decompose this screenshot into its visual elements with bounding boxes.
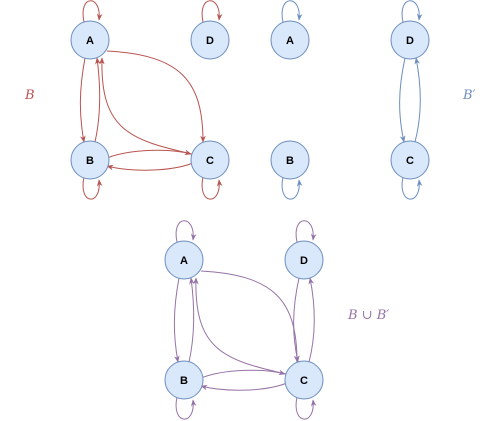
edge-bp-d-self [401,0,423,23]
edge-bp-a-self [281,0,303,23]
node-bp-b [270,140,310,180]
node-b-c-label: C [206,155,214,167]
graph-b-prime-label: B′ [462,88,476,103]
edge-u-c-to-d [308,277,315,363]
graph-b-prime: A D B C B′ [270,0,476,200]
edge-b-c-self [201,176,223,200]
node-u-a [164,240,204,280]
node-b-a-label: A [86,35,94,47]
node-bp-c [390,140,430,180]
edge-u-c-to-b [200,382,288,391]
node-u-c [284,360,324,400]
edge-b-a-self [82,0,103,23]
edge-bp-c-to-d [414,57,421,143]
node-b-d [190,20,230,60]
edge-u-a-self [175,220,197,243]
node-bp-d-label: D [406,35,414,47]
graph-b-label: B [24,88,35,103]
edge-b-c-to-b [106,162,194,171]
node-u-a-label: A [180,255,188,267]
node-b-a [70,20,110,60]
node-b-c [190,140,230,180]
node-u-d [284,240,324,280]
edge-u-c-self [295,396,317,420]
edge-b-d-self [201,0,223,23]
edge-b-a-to-b [79,57,86,143]
edge-u-c-to-a [193,277,287,375]
graph-union-label: B ∪ B′ [347,308,389,323]
node-bp-a [270,20,310,60]
edge-b-c-to-a [99,57,193,155]
node-u-b-label: B [180,375,188,387]
edge-bp-c-self [401,176,423,200]
edge-b-a-to-c [106,50,206,143]
node-u-c-label: C [300,375,308,387]
edge-u-b-self [175,396,197,420]
node-bp-d [390,20,430,60]
edge-bp-b-self [281,176,303,200]
edge-b-b-self [82,176,103,200]
graph-union: A D B C B ∪ B′ [164,220,389,420]
edge-b-b-to-a [94,57,101,143]
edge-u-b-to-a [188,277,195,363]
edge-u-d-self [295,220,317,243]
edge-b-b-to-c [106,149,192,159]
node-b-b-label: B [86,155,94,167]
graph-b: A D B C B [24,0,230,200]
node-u-d-label: D [300,255,308,267]
node-bp-b-label: B [286,155,294,167]
edge-u-a-to-c [200,270,300,363]
node-bp-c-label: C [406,155,414,167]
node-bp-a-label: A [286,35,294,47]
edge-u-b-to-c [200,369,286,379]
edge-bp-d-to-c [399,57,406,143]
node-b-d-label: D [206,35,214,47]
node-b-b [70,140,110,180]
node-u-b [164,360,204,400]
edge-u-a-to-b [173,277,180,363]
